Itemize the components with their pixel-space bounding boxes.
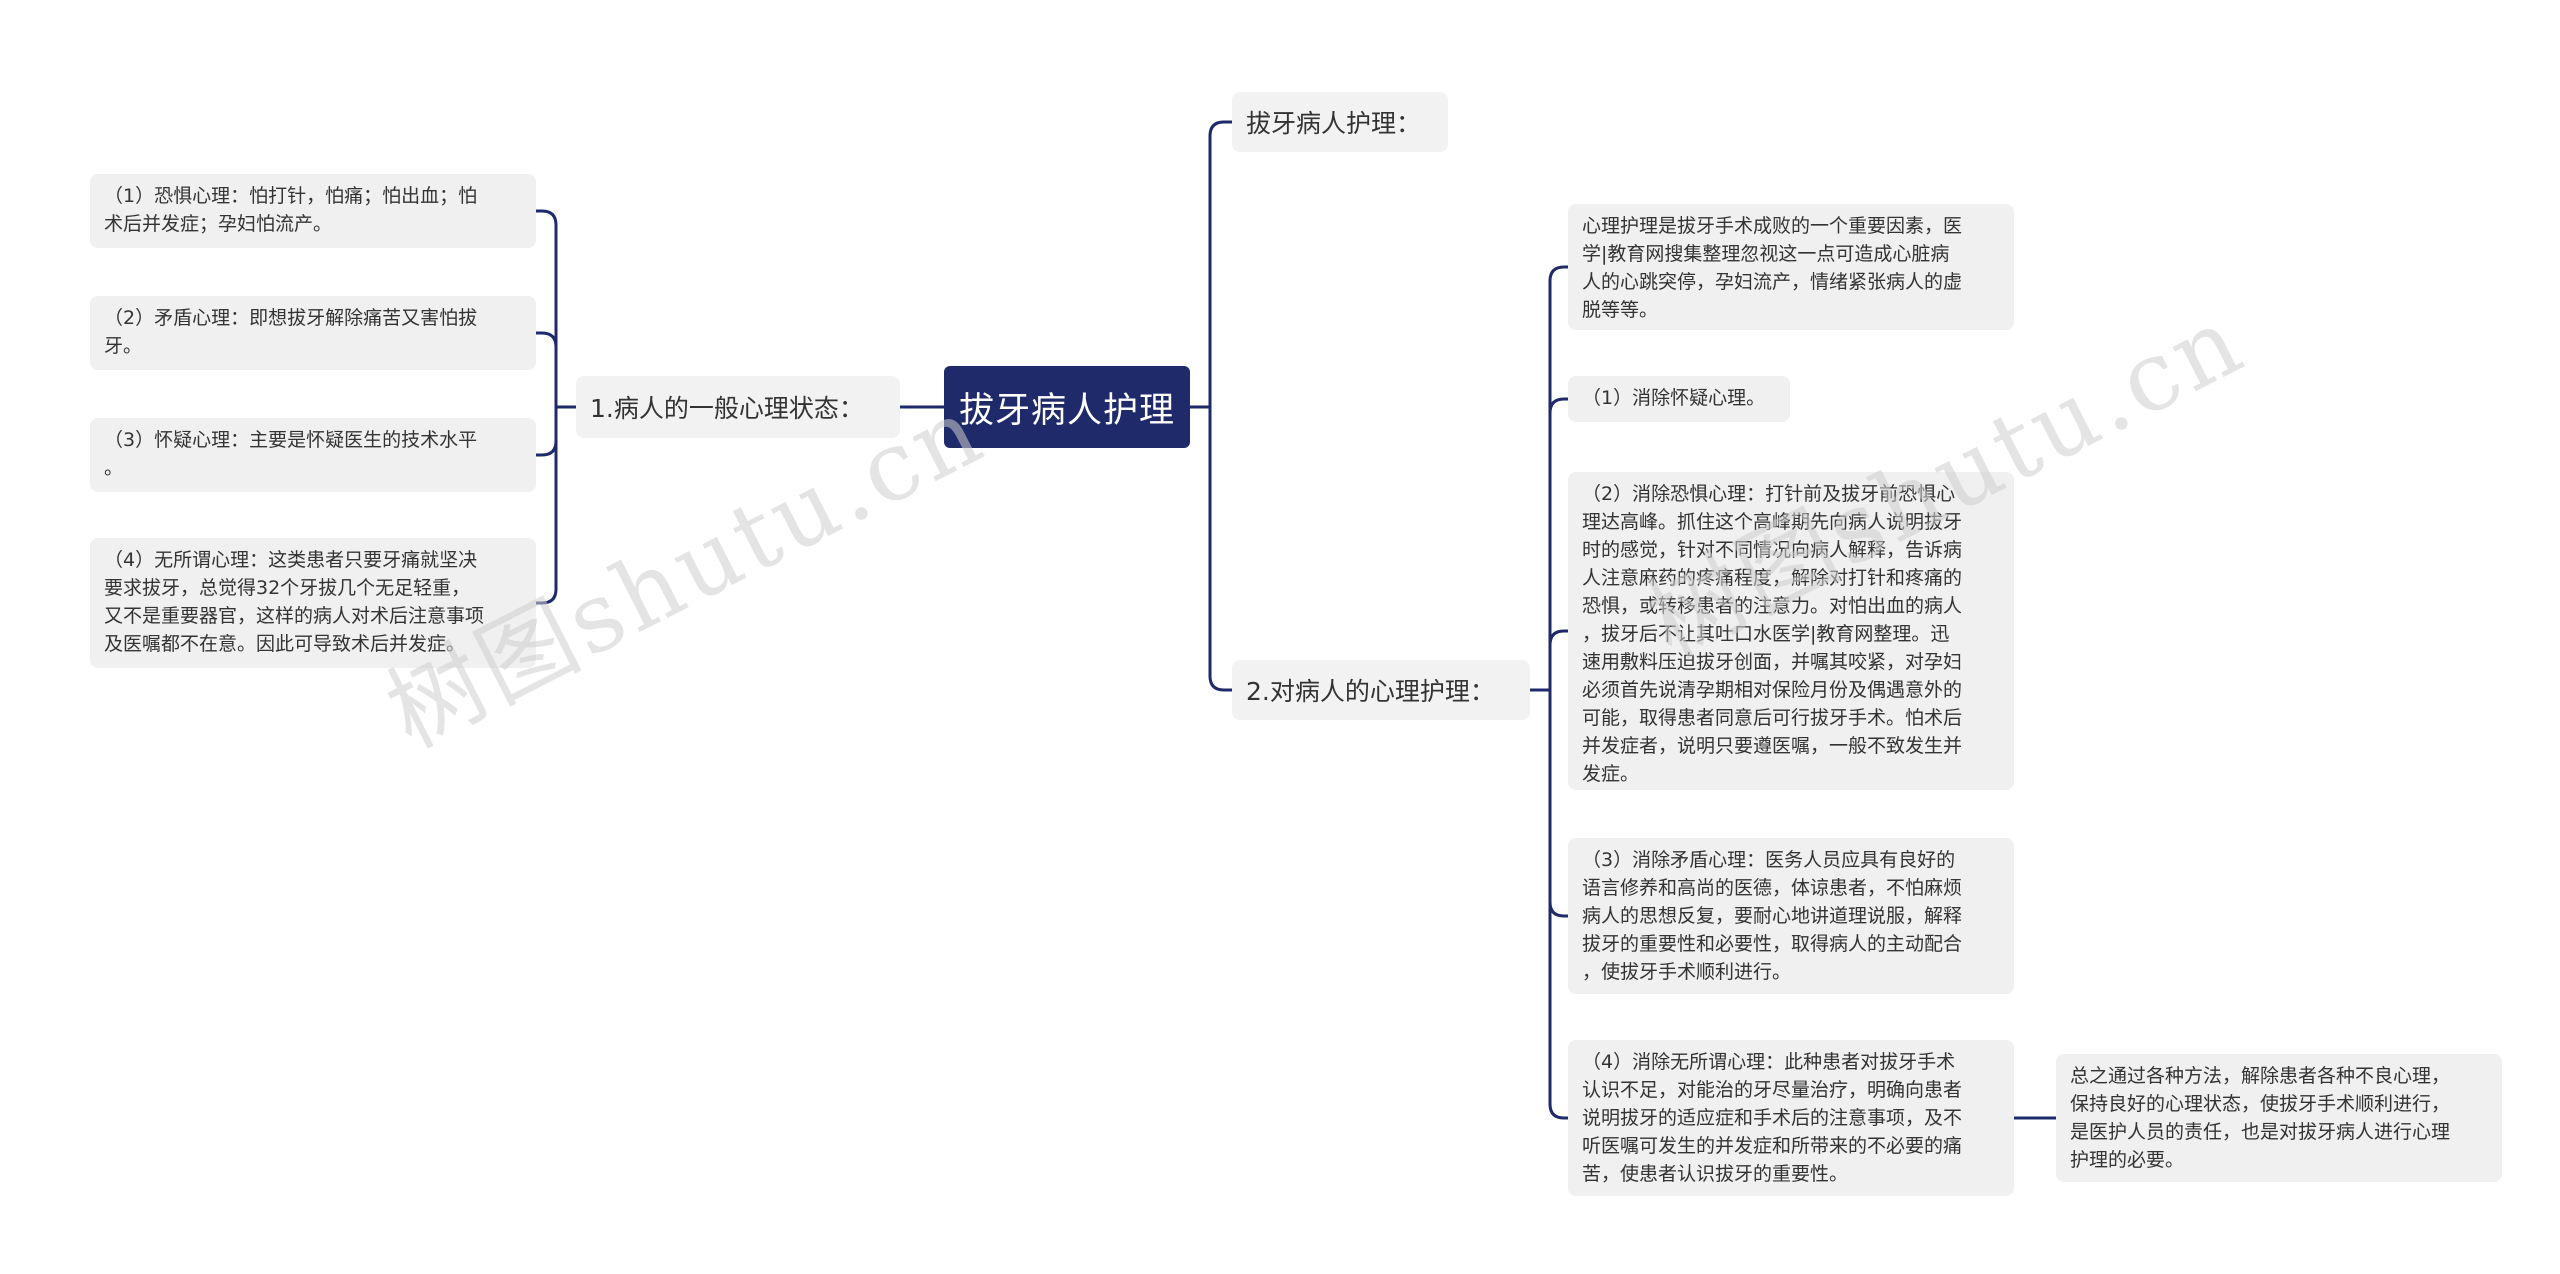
left-leaf-fear[interactable]: （1）恐惧心理：怕打针，怕痛；怕出血；怕 术后并发症；孕妇怕流产。 <box>90 174 536 248</box>
branch-right-node[interactable]: 2.对病人的心理护理： <box>1232 660 1530 720</box>
right-leaf-doubt[interactable]: （1）消除怀疑心理。 <box>1568 376 1790 422</box>
branch-top-node[interactable]: 拔牙病人护理： <box>1232 92 1448 152</box>
root-right-link-1 <box>1208 405 1234 692</box>
left-branch-link-0 <box>534 209 558 409</box>
right-branch-link-0 <box>1548 265 1570 692</box>
left-branch-link-1 <box>534 331 558 409</box>
root-right-link-0 <box>1208 120 1234 409</box>
right-branch-link-4 <box>1548 688 1570 1120</box>
right-leaf-conflict[interactable]: （3）消除矛盾心理：医务人员应具有良好的 语言修养和高尚的医德，体谅患者，不怕麻… <box>1568 838 2014 994</box>
right-leaf-intro[interactable]: 心理护理是拔牙手术成败的一个重要因素，医 学|教育网搜集整理忽视这一点可造成心脏… <box>1568 204 2014 330</box>
right-leaf-fear[interactable]: （2）消除恐惧心理：打针前及拔牙前恐惧心 理达高峰。抓住这个高峰期先向病人说明拔… <box>1568 472 2014 790</box>
right-branch-link-3 <box>1548 688 1570 918</box>
left-leaf-doubt[interactable]: （3）怀疑心理：主要是怀疑医生的技术水平 。 <box>90 418 536 492</box>
left-branch-link-2 <box>534 405 558 457</box>
right-branch-link-2 <box>1548 629 1570 692</box>
right-leaf-indifference[interactable]: （4）消除无所谓心理：此种患者对拔牙手术 认识不足，对能治的牙尽量治疗，明确向患… <box>1568 1040 2014 1196</box>
summary-leaf[interactable]: 总之通过各种方法，解除患者各种不良心理， 保持良好的心理状态，使拔牙手术顺利进行… <box>2056 1054 2502 1182</box>
left-branch-link-3 <box>534 405 558 605</box>
right-branch-link-1 <box>1548 397 1570 692</box>
root-node[interactable]: 拔牙病人护理 <box>944 366 1190 448</box>
left-leaf-conflict[interactable]: （2）矛盾心理：即想拔牙解除痛苦又害怕拔 牙。 <box>90 296 536 370</box>
left-leaf-indifference[interactable]: （4）无所谓心理：这类患者只要牙痛就坚决 要求拔牙，总觉得32个牙拔几个无足轻重… <box>90 538 536 668</box>
branch-left-node[interactable]: 1.病人的一般心理状态： <box>576 376 900 438</box>
